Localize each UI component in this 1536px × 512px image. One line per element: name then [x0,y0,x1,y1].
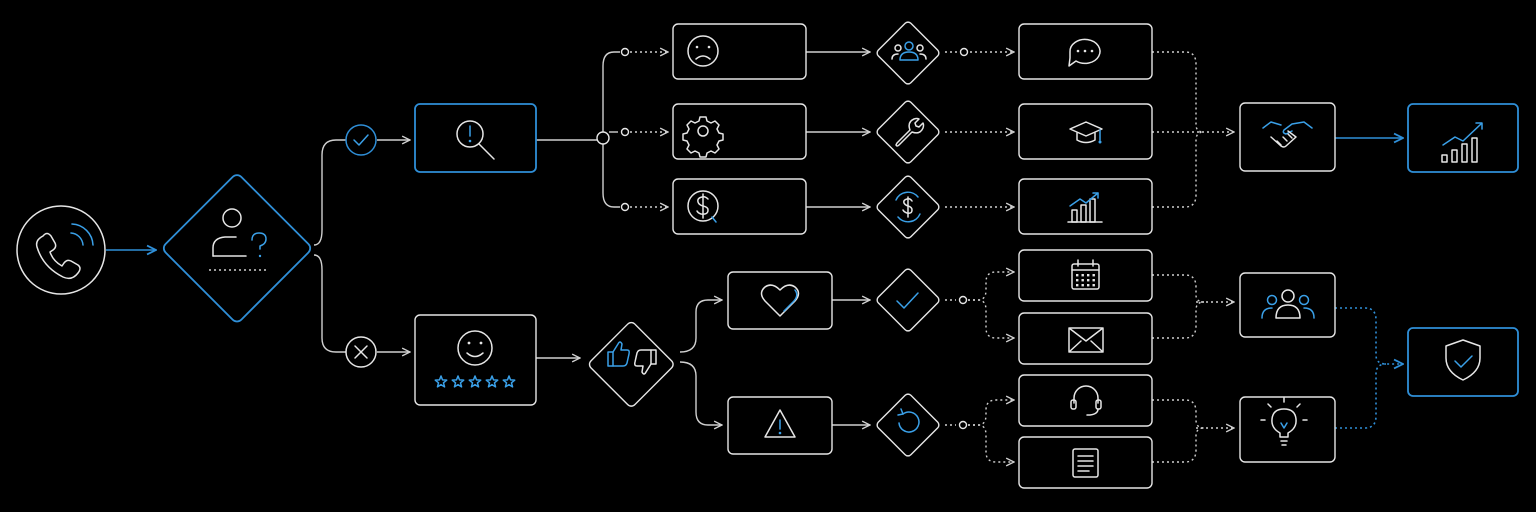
email-node[interactable] [1018,312,1153,365]
bar-chart-icon [1067,192,1103,223]
growth-chart-icon [1441,122,1483,163]
calendar-icon [1071,259,1100,290]
check-icon [353,134,369,146]
investigate-node[interactable] [414,103,537,173]
document-icon [1072,448,1099,478]
star-icon [451,375,465,388]
heart-icon [760,284,800,317]
star-icon [485,375,499,388]
phone-call-node[interactable] [16,205,106,295]
qualify-customer-node[interactable] [161,173,312,324]
connector-branch-bottom [602,140,620,208]
calendar-day-icon [1092,279,1095,282]
calendar-node[interactable] [1018,249,1153,302]
star-icon [468,375,482,388]
warning-negative-node[interactable] [727,396,833,455]
handshake-icon [1262,121,1313,148]
protected-shield-node[interactable] [1407,327,1519,397]
tool-fix-node[interactable] [875,99,940,164]
connectors [106,49,1403,463]
retry-refresh-node[interactable] [875,392,940,457]
thumbs-up-down-icon [607,341,657,375]
connector-qualify-to-yes [313,139,346,246]
document-node[interactable] [1018,436,1153,489]
billing-fix-node[interactable] [875,174,940,239]
team-icon [891,41,927,61]
calendar-day-icon [1081,274,1084,277]
shield-check-icon [1445,339,1481,381]
user-question-icon [209,208,267,271]
complaint-node[interactable] [672,23,807,80]
calendar-day-icon [1081,284,1084,287]
check-icon [896,292,919,309]
star-icon [434,375,448,388]
envelope-icon [1068,327,1104,353]
chat-support-node[interactable] [1018,23,1153,80]
training-node[interactable] [1018,103,1153,160]
headset-support-node[interactable] [1018,374,1153,427]
star-icon [502,375,516,388]
headset-icon [1070,385,1102,416]
calendar-day-icon [1081,279,1084,282]
community-group-node[interactable] [1239,272,1336,338]
phone-icon [35,232,81,280]
calendar-day-icon [1087,274,1090,277]
group-icon [1261,289,1315,319]
star-rating-icon [434,375,516,388]
no-cross-node[interactable] [345,336,377,368]
close-icon [354,345,368,359]
magnifier-alert-icon [456,120,495,160]
graduation-cap-icon [1069,121,1103,144]
dollar-refresh-icon [895,191,921,223]
revenue-growth-node[interactable] [1407,103,1519,173]
gear-icon [682,116,724,158]
sad-face-icon [687,35,719,67]
idea-bulb-node[interactable] [1239,396,1336,463]
calendar-day-icon [1076,274,1079,277]
dollar-cycle-icon [687,190,719,223]
satisfaction-rating-node[interactable] [414,314,537,406]
smiley-icon [457,330,493,366]
technical-issue-node[interactable] [672,103,807,160]
approve-check-node[interactable] [875,267,940,332]
lightbulb-icon [1260,397,1308,446]
calendar-day-icon [1076,284,1079,287]
handshake-deal-node[interactable] [1239,102,1336,172]
yes-check-node[interactable] [345,124,377,156]
calendar-day-icon [1076,279,1079,282]
calendar-day-icon [1087,279,1090,282]
connector-qualify-to-no [313,254,346,353]
branch-junction [596,131,610,145]
refresh-icon [897,408,920,433]
calendar-day-icon [1087,284,1090,287]
warning-icon [764,409,796,438]
wrench-icon [895,117,925,147]
calendar-day-icon [1092,284,1095,287]
connector-branch-top [602,51,620,140]
growth-report-node[interactable] [1018,178,1153,235]
team-escalation-node[interactable] [875,20,940,85]
feedback-thumbs-node[interactable] [587,321,675,409]
love-positive-node[interactable] [727,271,833,330]
billing-issue-node[interactable] [672,178,807,235]
heart-accent-icon [783,289,798,312]
signal-waves-icon [70,223,94,246]
calendar-day-icon [1092,274,1095,277]
chat-bubble-icon [1068,38,1101,67]
